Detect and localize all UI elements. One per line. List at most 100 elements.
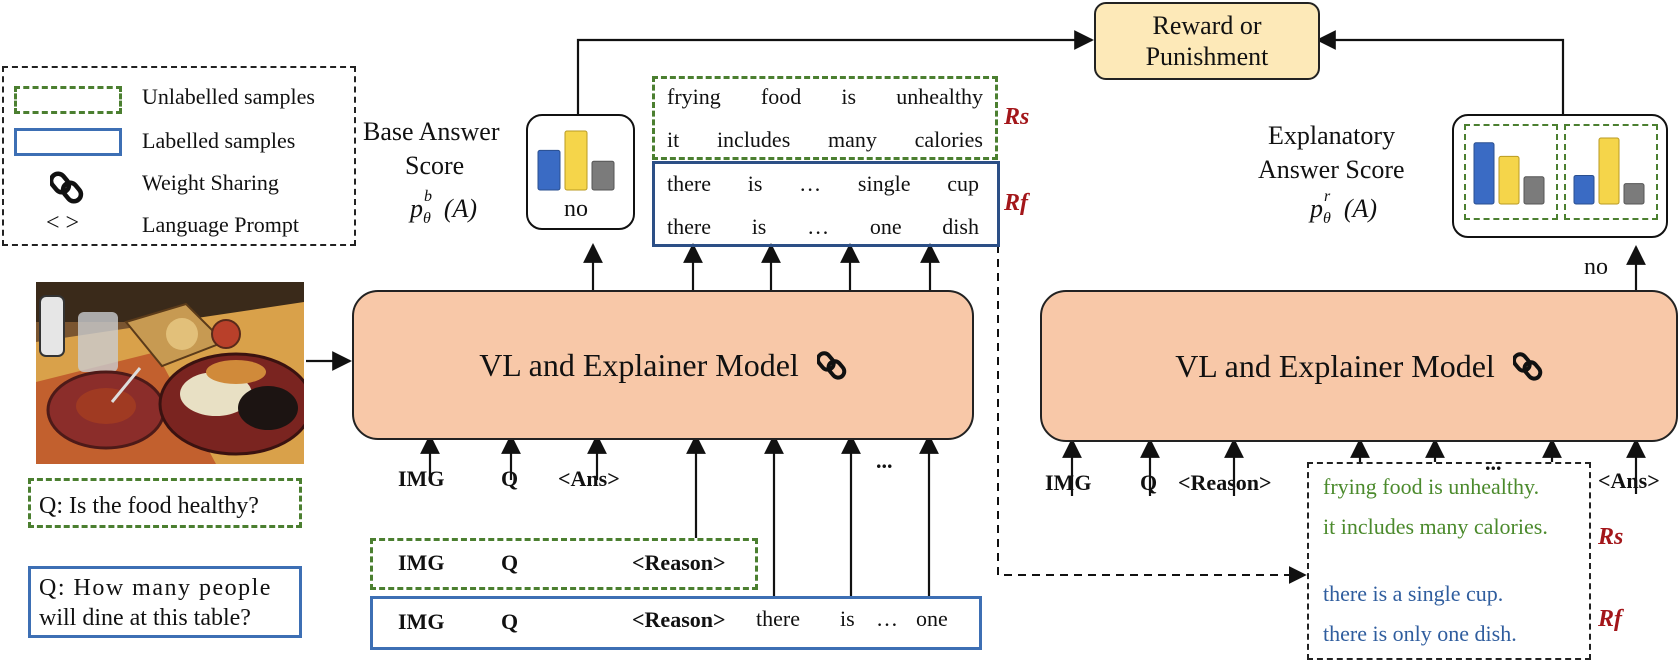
- legend-unlabelled-label: Unlabelled samples: [142, 84, 315, 109]
- explanatory-subchart-left: [1464, 124, 1558, 220]
- right-rs-label-text: Rs: [1598, 524, 1624, 550]
- explanatory-answer: no: [1584, 254, 1608, 280]
- right-input-q: Q: [1140, 470, 1158, 495]
- left-input-row3-reason: <Reason>: [632, 607, 726, 632]
- left-input-row2-img: IMG: [398, 550, 445, 575]
- right-rf-label-text: Rf: [1598, 606, 1622, 632]
- rf-word: there: [667, 171, 711, 196]
- right-vl-explainer-model: VL and Explainer Model: [1040, 290, 1678, 442]
- rs-word: frying: [667, 84, 721, 109]
- left-input-ellipsis: ...: [876, 448, 893, 473]
- expl-left-bar-3: [1523, 176, 1545, 205]
- food-image: [36, 282, 304, 464]
- legend-weight-sharing-label: Weight Sharing: [142, 170, 279, 195]
- right-reason-1: frying food is unhealthy.: [1323, 474, 1540, 499]
- legend-prompt-symbol: < >: [46, 210, 80, 236]
- left-input-row3-word-2: is: [840, 606, 855, 631]
- question-labelled-line2: will dine at this table?: [39, 605, 251, 631]
- expl-left-bar-1: [1473, 142, 1495, 205]
- reward-line2: Punishment: [1145, 42, 1269, 71]
- rs-label: Rs: [1004, 104, 1029, 131]
- base-score-title-line2: Score: [405, 151, 465, 180]
- right-reason-2: it includes many calories.: [1323, 514, 1548, 539]
- question-labelled: Q: How many people will dine at this tab…: [28, 566, 302, 638]
- left-input-row3-q: Q: [501, 609, 519, 634]
- legend-labelled-swatch: [14, 128, 122, 156]
- expl-left-bar-2: [1498, 155, 1520, 205]
- rs-word: calories: [914, 127, 983, 152]
- base-bar-chart: [537, 130, 615, 191]
- base-score-box: no: [526, 114, 635, 230]
- left-input-img: IMG: [398, 466, 445, 491]
- rf-word: …: [799, 171, 822, 196]
- explanatory-right-bars: [1573, 137, 1645, 205]
- left-input-row2-q: Q: [501, 550, 519, 575]
- base-bar-2: [564, 130, 588, 191]
- legend-language-prompt-label: Language Prompt: [142, 212, 300, 237]
- left-model-title: VL and Explainer Model: [479, 346, 799, 383]
- legend-box: [2, 66, 356, 246]
- right-input-reason: <Reason>: [1178, 470, 1272, 495]
- base-bar-1: [537, 149, 561, 191]
- right-model-title: VL and Explainer Model: [1175, 347, 1495, 384]
- rf-row-2: there is … one dish: [667, 214, 979, 240]
- link-icon: [816, 351, 847, 380]
- left-vl-explainer-model: VL and Explainer Model: [352, 290, 974, 440]
- right-input-ans: <Ans>: [1598, 468, 1660, 493]
- base-score-answer: no: [564, 196, 588, 222]
- reason-transfer-arrow: [997, 245, 1307, 584]
- right-reason-3: there is a single cup.: [1323, 581, 1504, 606]
- reward-line1: Reward or: [1152, 10, 1262, 40]
- rs-box: frying food is unhealthy it includes man…: [652, 76, 998, 160]
- link-icon: [50, 171, 84, 204]
- rf-word: cup: [947, 171, 979, 196]
- left-input-unlabelled-box: [370, 538, 758, 590]
- rs-word: food: [760, 84, 802, 109]
- left-input-row3-img: IMG: [398, 609, 445, 634]
- question-unlabelled: Q: Is the food healthy?: [28, 478, 302, 528]
- legend-labelled-label: Labelled samples: [142, 128, 296, 153]
- explanatory-subchart-right: [1564, 124, 1658, 220]
- rf-word: one: [869, 214, 902, 239]
- base-to-reward-arrow: [576, 30, 1094, 114]
- right-input-img: IMG: [1045, 470, 1092, 495]
- left-input-row3-word-1: there: [756, 606, 800, 631]
- base-score-title-line1: Base Answer: [363, 117, 500, 146]
- explanatory-title-line1: Explanatory: [1268, 121, 1396, 150]
- legend-unlabelled-swatch: [14, 86, 122, 114]
- expl-right-bar-3: [1623, 183, 1645, 205]
- reward-box: Reward or Punishment: [1094, 2, 1320, 80]
- rs-word: it: [667, 127, 680, 152]
- rs-word: unhealthy: [896, 84, 983, 109]
- right-rs-label: Rs: [1598, 524, 1623, 551]
- left-input-q: Q: [501, 466, 519, 491]
- rf-word: dish: [942, 214, 979, 239]
- rf-row-1: there is … single cup: [667, 171, 979, 197]
- expl-right-bar-2: [1598, 137, 1620, 205]
- explanatory-score-box: [1452, 114, 1668, 238]
- right-reasons-box: frying food is unhealthy. it includes ma…: [1307, 462, 1591, 660]
- explanatory-to-reward-arrow: [1316, 30, 1565, 114]
- rf-box: there is … single cup there is … one dis…: [652, 161, 1000, 247]
- question-labelled-line1: Q: How many people: [39, 575, 272, 601]
- left-input-labelled-box: [370, 596, 982, 650]
- rs-row-2: it includes many calories: [667, 127, 983, 153]
- rs-word: includes: [716, 127, 791, 152]
- explanatory-title-line2: Answer Score: [1258, 155, 1405, 184]
- explanatory-left-bars: [1473, 142, 1545, 205]
- rf-word: is: [747, 171, 763, 196]
- expl-right-bar-1: [1573, 174, 1595, 205]
- base-bar-3: [591, 160, 615, 191]
- link-icon: [1512, 352, 1543, 381]
- left-input-row3-word-4: one: [916, 606, 948, 631]
- rs-row-1: frying food is unhealthy: [667, 84, 983, 110]
- right-reason-4: there is only one dish.: [1323, 621, 1517, 646]
- rs-label-text: Rs: [1004, 104, 1030, 130]
- rs-word: is: [841, 84, 857, 109]
- rf-word: is: [751, 214, 767, 239]
- rf-word: …: [807, 214, 830, 239]
- food-image-illustration: [36, 282, 304, 464]
